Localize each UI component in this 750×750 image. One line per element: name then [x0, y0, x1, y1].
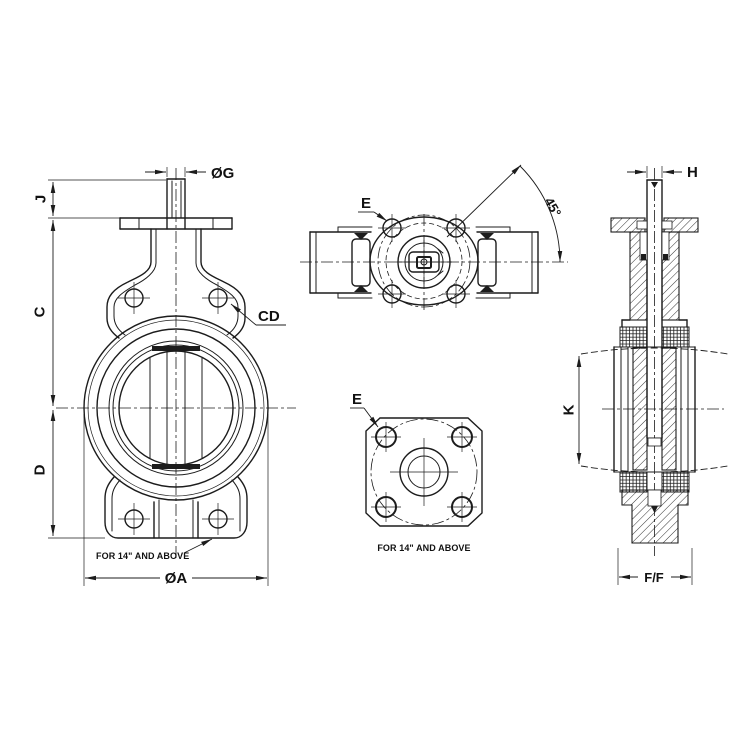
dim-label-e-top: E [361, 195, 371, 212]
dim-label-h: H [687, 164, 698, 181]
dim-label-c: C [32, 306, 49, 317]
dim-label-ff: F/F [644, 570, 664, 585]
top-view-geometry [300, 164, 568, 310]
side-section-view: H K F/F [561, 164, 729, 585]
dim-label-j: J [33, 195, 50, 203]
dim-label-og: ØG [211, 165, 234, 182]
dim-label-angle: 45° [542, 195, 565, 220]
front-view-note: FOR 14" AND ABOVE [96, 551, 189, 561]
bottom-pad-geometry [350, 407, 483, 527]
dim-label-oa: ØA [165, 570, 188, 587]
dim-label-cd: CD [258, 308, 280, 325]
dim-label-k: K [561, 404, 578, 415]
bottom-pad-view: E FOR 14" AND ABOVE [350, 391, 483, 553]
bottom-pad-note: FOR 14" AND ABOVE [377, 543, 470, 553]
front-view-geometry [48, 167, 296, 586]
side-section-geometry [576, 166, 729, 585]
dim-label-d: D [32, 464, 49, 475]
dim-label-e-bottom: E [352, 391, 362, 408]
top-view: E 45° [300, 164, 568, 310]
front-view: ØG J C D CD ØA FOR 14" AND ABOVE [32, 165, 296, 587]
